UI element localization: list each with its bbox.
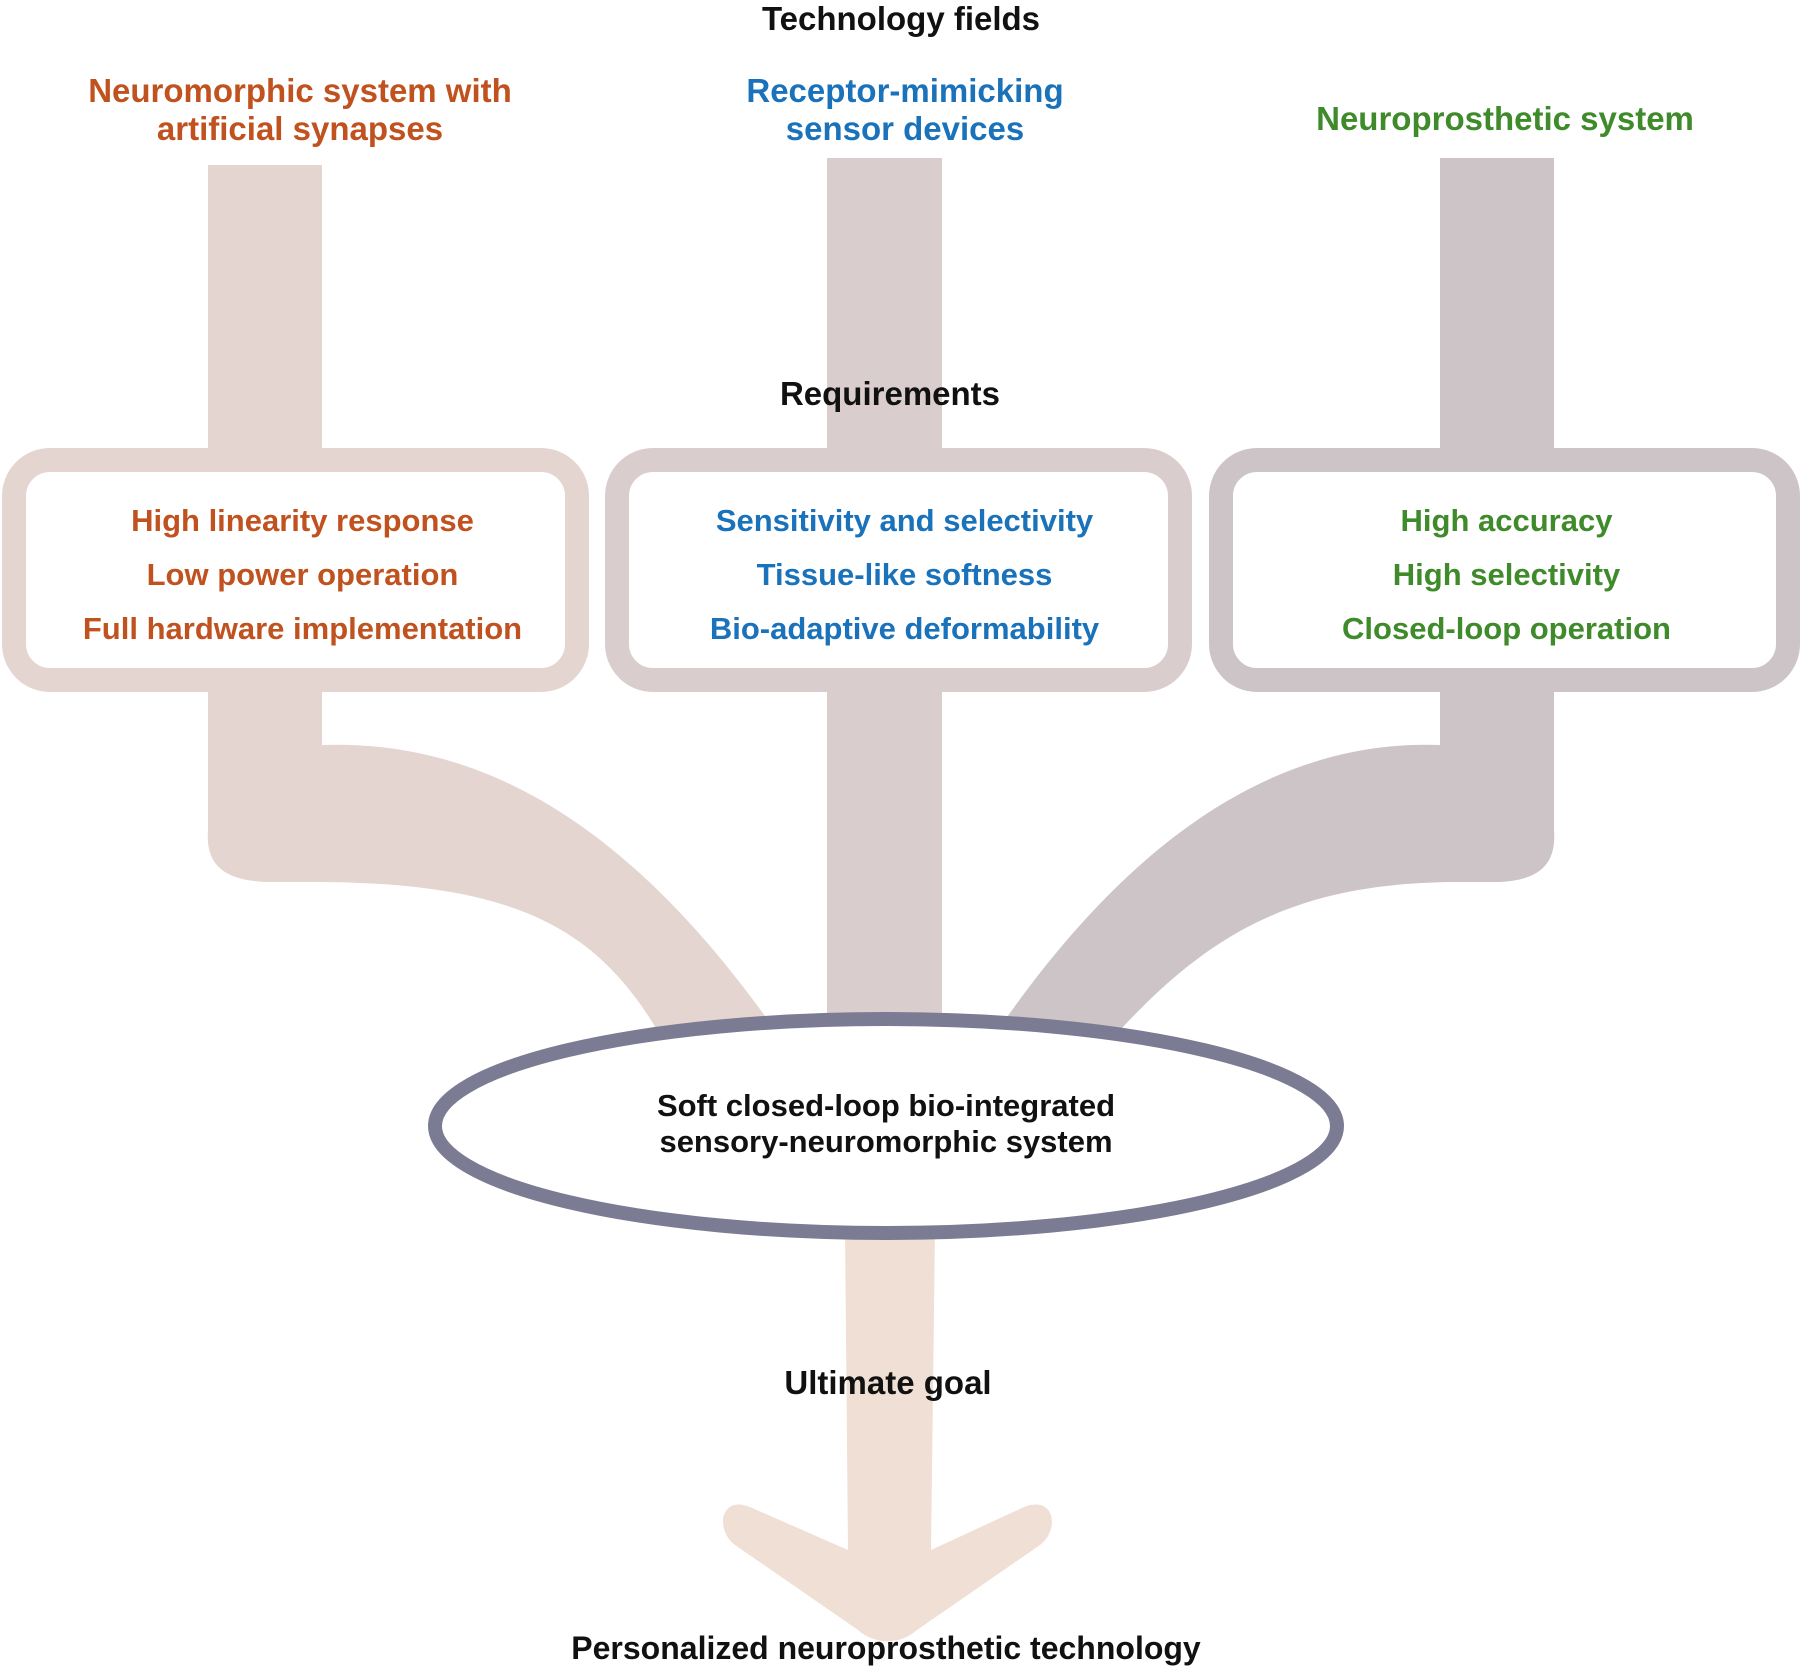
neuromorphic-requirement-item: Low power operation (146, 557, 459, 592)
technology-fields-heading: Technology fields (761, 0, 1041, 37)
neuroprosthetic-requirement-item: High selectivity (1392, 557, 1621, 592)
central-system-label: Soft closed-loop bio-integrated sensory-… (656, 1088, 1116, 1159)
receptor-requirement-item: Bio-adaptive deformability (709, 611, 1100, 646)
neuroprosthetic-requirements-box (1209, 448, 1800, 692)
neuroprosthetic-field-title: Neuroprosthetic system (1316, 100, 1694, 137)
receptor-requirement-item: Tissue-like softness (756, 557, 1053, 592)
receptor-requirement-item: Sensitivity and selectivity (715, 503, 1094, 538)
receptor-field-title: Receptor-mimicking sensor devices (746, 72, 1064, 148)
ultimate-goal-heading: Ultimate goal (784, 1364, 992, 1401)
neuromorphic-requirements-box (2, 448, 589, 692)
neuromorphic-field-title: Neuromorphic system with artificial syna… (88, 72, 512, 148)
neuroprosthetic-flow-stream (998, 158, 1555, 1040)
neuromorphic-requirement-item: High linearity response (131, 503, 474, 538)
receptor-requirements-box (605, 448, 1192, 692)
goal-label: Personalized neuroprosthetic technology (571, 1630, 1201, 1666)
requirements-heading: Requirements (779, 375, 1001, 412)
neuroprosthetic-requirement-item: High accuracy (1400, 503, 1613, 538)
neuroprosthetic-requirement-item: Closed-loop operation (1342, 611, 1671, 646)
neuromorphic-flow-stream (207, 165, 775, 1040)
central-system-ellipse (428, 1012, 1344, 1240)
neuromorphic-requirement-item: Full hardware implementation (82, 611, 523, 646)
goal-arrow (723, 1230, 1052, 1642)
